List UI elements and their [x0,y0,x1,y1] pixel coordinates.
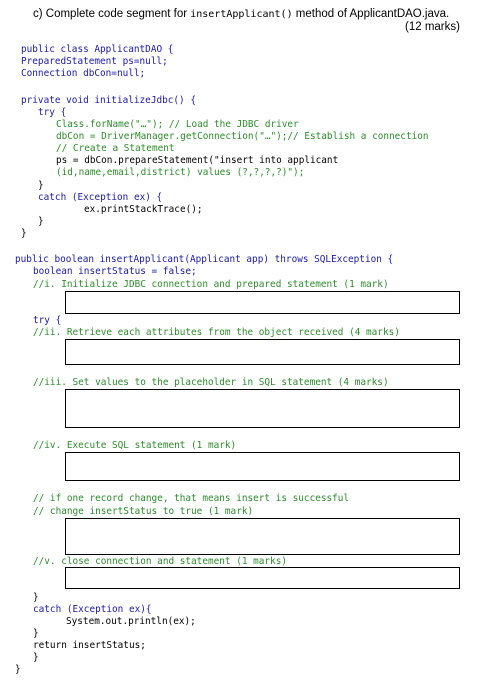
code-line: System.out.println(ex); [66,616,196,627]
code-line: private void initializeJdbc() { [21,95,196,106]
code-line: // change insertStatus to true (1 mark) [33,506,254,517]
code-line: ps = dbCon.prepareStatement("insert into… [56,155,339,166]
marks-label: (12 marks) [405,21,460,33]
code-line: ex.printStackTrace(); [84,204,203,215]
code-line: } [33,628,39,639]
code-line: (id,name,email,district) values (?,?,?,?… [56,167,305,178]
answer-box-3[interactable] [65,389,460,428]
code-line: // Create a Statement [56,143,175,154]
class-decl: public class ApplicantDAO { [21,44,174,55]
code-line: } [21,228,27,239]
code-line: Connection dbCon=null; [21,68,146,79]
question-prompt: c) Complete code segment for insertAppli… [33,8,449,20]
code-line: //i. Initialize JDBC connection and prep… [33,279,389,290]
code-line: boolean insertStatus = false; [33,266,197,277]
code-line: try { [38,107,67,118]
code-line: public class ApplicantDAO { [21,44,173,56]
code-line: // if one record change, that means inse… [33,493,350,504]
code-line: dbCon = DriverManager.getConnection("…")… [56,131,429,142]
code-line: } [38,216,44,227]
answer-box-6[interactable] [65,567,460,589]
code-line: //v. close connection and statement (1 m… [33,556,287,567]
code-line: try { [33,315,62,326]
code-line: } [33,592,39,603]
answer-box-2[interactable] [65,339,460,365]
code-line: catch (Exception ex) { [38,192,163,203]
code-line: return insertStatus; [33,640,146,651]
code-line: //iii. Set values to the placeholder in … [33,377,389,388]
code-line: } [33,652,39,663]
question-label: c) Complete code segment for [33,8,191,20]
code-line: } [38,180,44,191]
answer-box-1[interactable] [65,291,460,314]
method-name: insertApplicant() [190,9,293,20]
code-line: //iv. Execute SQL statement (1 mark) [33,440,237,451]
code-line: catch (Exception ex){ [33,604,152,615]
code-line: Class.forName("…"); // Load the JDBC dri… [56,119,299,130]
question-label-after: method of ApplicantDAO.java. [292,8,450,20]
answer-box-4[interactable] [65,452,460,481]
code-line: //ii. Retrieve each attributes from the … [33,327,400,338]
code-line: public boolean insertApplicant(Applicant… [15,254,394,265]
code-line: PreparedStatement ps=null; [21,56,168,67]
answer-box-5[interactable] [65,518,460,555]
code-line: } [15,664,21,675]
